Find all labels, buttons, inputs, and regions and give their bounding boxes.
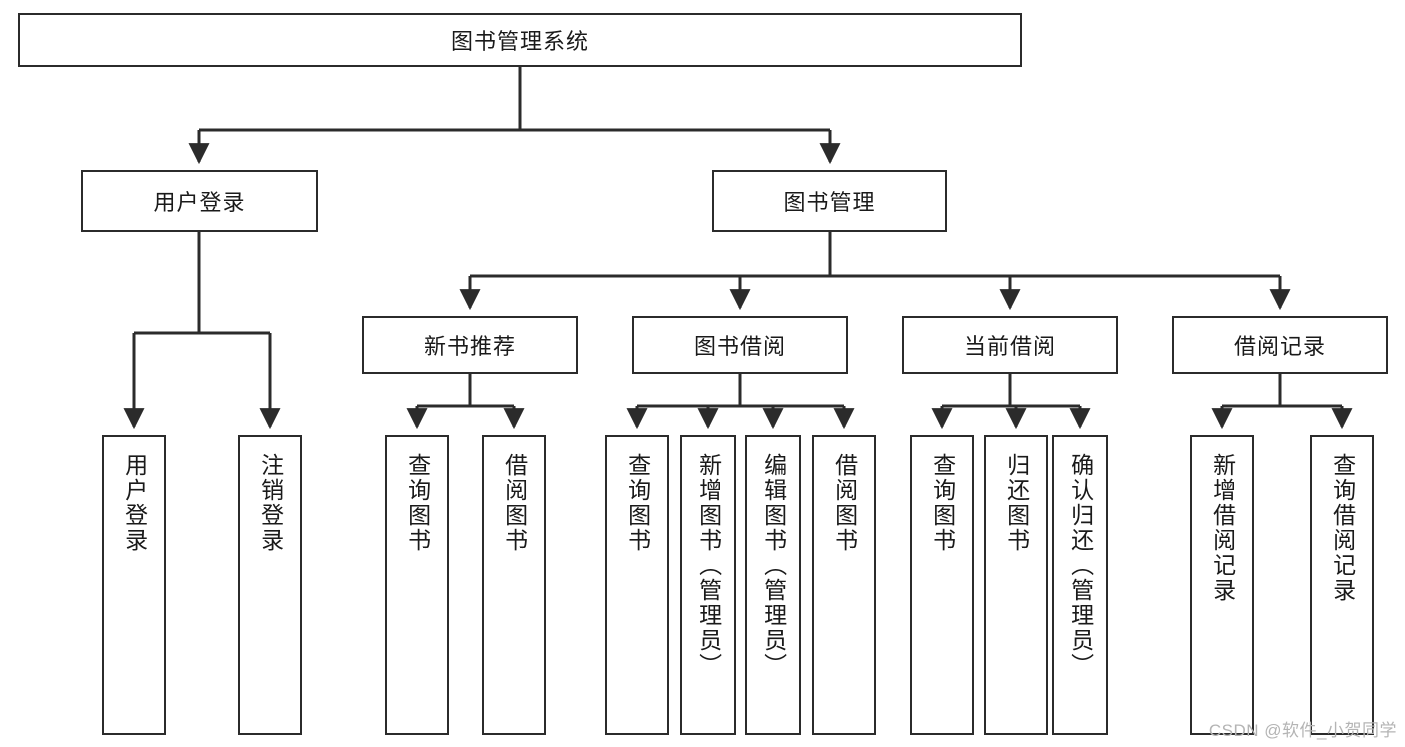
node-leaf-query-record[interactable]: 查询借阅记录: [1310, 435, 1374, 735]
node-leaf-add-record[interactable]: 新增借阅记录: [1190, 435, 1254, 735]
node-leaf-borrow-book-2[interactable]: 借阅图书: [812, 435, 876, 735]
node-root-label: 图书管理系统: [450, 29, 589, 54]
node-leaf-edit-book[interactable]: 编辑图书（管理员）: [745, 435, 801, 735]
node-borrow-record[interactable]: 借阅记录: [1172, 316, 1388, 374]
node-book-manage[interactable]: 图书管理: [712, 170, 947, 232]
node-leaf-confirm-return-label: 确认归还（管理员）: [1067, 453, 1094, 678]
node-leaf-logout-label: 注销登录: [257, 453, 284, 553]
watermark-text: CSDN @软件_小贺同学: [1208, 721, 1397, 740]
node-leaf-add-record-label: 新增借阅记录: [1209, 453, 1236, 603]
node-leaf-query-book-2-label: 查询图书: [624, 453, 651, 553]
node-user-login[interactable]: 用户登录: [81, 170, 318, 232]
node-leaf-edit-book-label: 编辑图书（管理员）: [760, 453, 787, 678]
node-borrow-record-label: 借阅记录: [1233, 334, 1326, 359]
node-leaf-return-book[interactable]: 归还图书: [984, 435, 1048, 735]
node-leaf-user-login[interactable]: 用户登录: [102, 435, 166, 735]
node-leaf-query-book-3[interactable]: 查询图书: [910, 435, 974, 735]
node-leaf-logout[interactable]: 注销登录: [238, 435, 302, 735]
node-leaf-query-book-2[interactable]: 查询图书: [605, 435, 669, 735]
node-leaf-query-book-1-label: 查询图书: [404, 453, 431, 553]
node-user-login-label: 用户登录: [153, 190, 246, 215]
node-book-manage-label: 图书管理: [783, 190, 876, 215]
node-leaf-query-book-3-label: 查询图书: [929, 453, 956, 553]
node-leaf-confirm-return[interactable]: 确认归还（管理员）: [1052, 435, 1108, 735]
node-leaf-query-book-1[interactable]: 查询图书: [385, 435, 449, 735]
node-leaf-borrow-book-1[interactable]: 借阅图书: [482, 435, 546, 735]
node-leaf-borrow-book-2-label: 借阅图书: [831, 453, 858, 553]
node-new-book-rec[interactable]: 新书推荐: [362, 316, 578, 374]
node-leaf-user-login-label: 用户登录: [121, 453, 148, 553]
node-leaf-add-book-label: 新增图书（管理员）: [695, 453, 722, 678]
node-book-borrow[interactable]: 图书借阅: [632, 316, 848, 374]
node-leaf-query-record-label: 查询借阅记录: [1329, 453, 1356, 603]
node-leaf-return-book-label: 归还图书: [1003, 453, 1030, 553]
node-root[interactable]: 图书管理系统: [18, 13, 1022, 67]
node-leaf-add-book[interactable]: 新增图书（管理员）: [680, 435, 736, 735]
node-book-borrow-label: 图书借阅: [693, 334, 786, 359]
node-current-borrow[interactable]: 当前借阅: [902, 316, 1118, 374]
node-new-book-rec-label: 新书推荐: [423, 334, 516, 359]
node-current-borrow-label: 当前借阅: [963, 334, 1056, 359]
node-leaf-borrow-book-1-label: 借阅图书: [501, 453, 528, 553]
